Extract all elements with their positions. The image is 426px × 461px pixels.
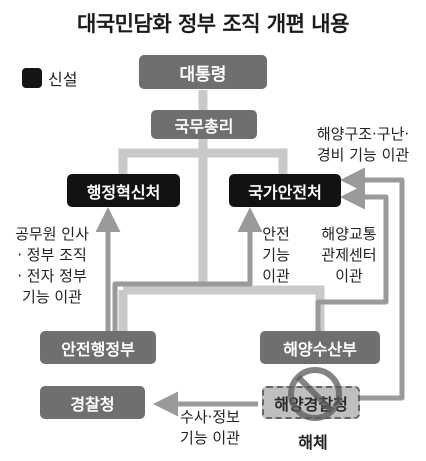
arrow-traffic-transfer [315, 184, 389, 332]
note-safety-transfer: 안전 기능 이관 [262, 225, 290, 285]
node-innovation-ministry: 행정혁신처 [67, 174, 180, 207]
node-maritime-ministry: 해양수산부 [260, 331, 380, 364]
node-police-agency: 경찰청 [40, 386, 145, 419]
arrow-rescue-transfer [340, 167, 405, 401]
node-safety-admin-ministry: 안전행정부 [40, 331, 156, 364]
note-personnel-transfer: 공무원 인사 · 정부 조직 · 전자 정부 기능 이관 [15, 225, 89, 306]
node-prime-minister: 국무총리 [151, 110, 257, 139]
note-investigation-transfer: 수사·정보 기능 이관 [180, 408, 240, 447]
note-traffic-transfer: 해양교통 관제센터 이관 [321, 225, 377, 285]
note-maritime-rescue: 해양구조·구난· 경비 기능 이관 [316, 125, 410, 164]
node-national-safety-agency: 국가안전처 [229, 174, 341, 207]
arrow-safety-transfer [112, 207, 263, 332]
transfer-arrows [95, 167, 405, 417]
diagram-title: 대국민담화 정부 조직 개편 내용 [77, 12, 349, 36]
prohibited-icon [288, 367, 342, 421]
note-dissolution: 해체 [298, 433, 328, 452]
legend-label: 신설 [48, 70, 78, 89]
node-president: 대통령 [139, 55, 267, 89]
legend-swatch [22, 68, 42, 88]
